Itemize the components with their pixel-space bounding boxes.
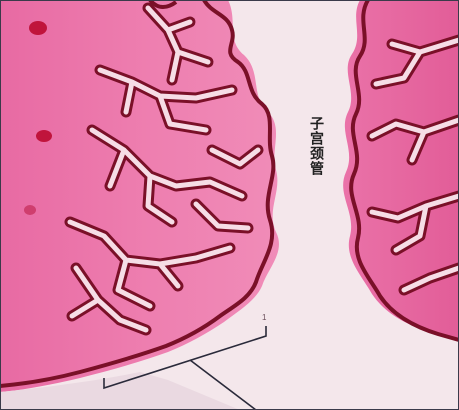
callout-number: 1: [262, 313, 266, 322]
stroma-spot: [24, 205, 36, 215]
canal-label: 子宫颈管: [309, 116, 325, 176]
stroma-spot: [36, 130, 52, 142]
stroma-spot: [29, 21, 47, 35]
